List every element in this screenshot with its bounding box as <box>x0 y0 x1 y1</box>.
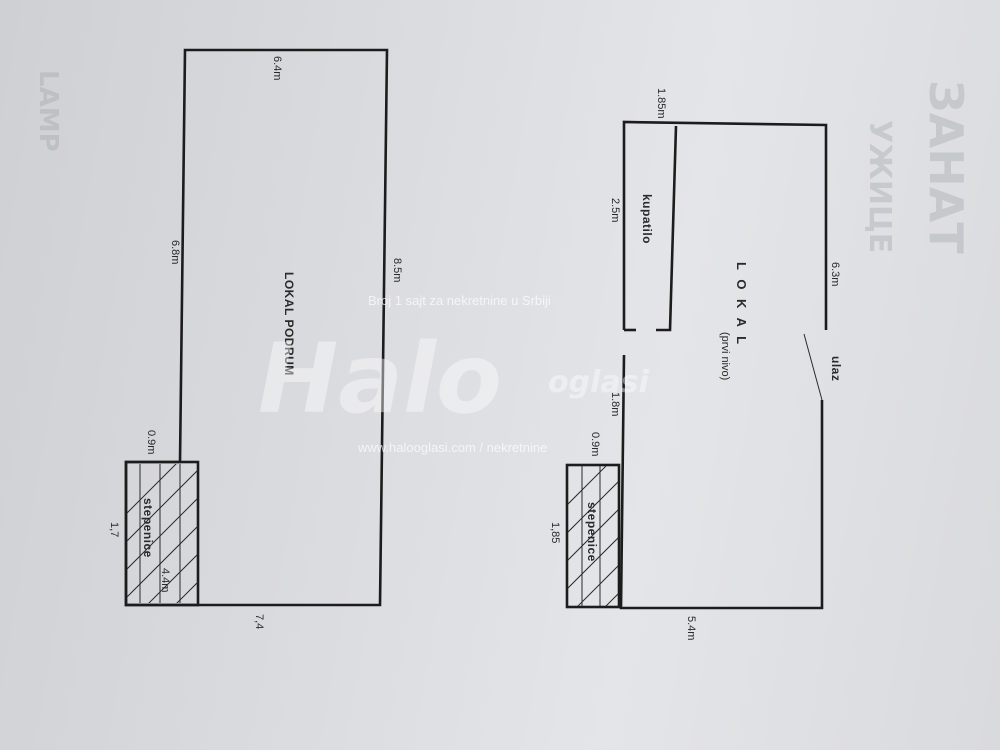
basement-dim-bottom: 7,4 <box>253 614 265 629</box>
halooglasi-watermark: Broj 1 sajt za nekretnine u Srbiji Halo … <box>258 293 649 455</box>
basement-dim-right: 8.5m <box>391 258 403 282</box>
watermark-url: www.halooglasi.com / nekretnine <box>357 440 547 455</box>
basement-dim-stair-side: 1,7 <box>108 522 120 537</box>
ground-dim-left-mid: 1.8m <box>609 392 621 416</box>
svg-text:LAMP: LAMP <box>33 70 63 152</box>
basement-stairs-label: stepenice <box>141 498 155 558</box>
ground-dim-stair-side: 1,85 <box>549 522 561 543</box>
bathroom-partition <box>656 125 678 332</box>
basement-plan: 6.4m 6.8m 8.5m 7,4 0.9m 1,7 4.4m stepeni… <box>108 48 403 629</box>
ground-dim-bathroom: 2.5m <box>609 198 621 222</box>
svg-text:УЖИЦЕ: УЖИЦЕ <box>862 120 897 253</box>
ground-floor-plan: 1.85m 2.5m 6.3m 1.8m 0.9m 1,85 5.4m kupa… <box>549 88 843 640</box>
watermark-tagline: Broj 1 sajt za nekretnine u Srbiji <box>368 293 551 308</box>
ground-floor-subtitle: (prvi nivo) <box>719 332 731 380</box>
watermark-logo: Halo <box>258 323 502 435</box>
basement-dim-top: 6.4m <box>271 56 283 80</box>
ground-floor-stairs-label: stepenice <box>585 502 599 562</box>
ground-dim-bottom: 5.4m <box>685 616 697 640</box>
svg-text:ЗАНАТ: ЗАНАТ <box>919 80 973 254</box>
entrance-label: ulaz <box>829 356 843 381</box>
basement-stairs-box <box>124 460 200 607</box>
background-print-decoration: ЗАНАТ УЖИЦЕ LAMP <box>33 70 973 254</box>
entrance-door-leaf <box>803 333 823 401</box>
watermark-logo-suffix: oglasi <box>548 365 649 400</box>
bathroom-label: kupatilo <box>640 194 654 244</box>
ground-floor-stairs-hatch <box>568 466 618 606</box>
basement-title: LOKAL PODRUM <box>282 272 296 376</box>
ground-floor-walls <box>619 120 828 610</box>
basement-stairs-hatch <box>127 464 198 603</box>
basement-dim-left: 6.8m <box>169 240 181 264</box>
ground-floor-stairs-box <box>565 463 621 609</box>
basement-dim-stair-length: 4.4m <box>159 568 171 592</box>
ground-dim-top-corner: 1.85m <box>655 88 667 119</box>
ground-dim-right: 6.3m <box>829 262 841 286</box>
ground-floor-title: L O K A L <box>734 262 749 347</box>
ground-dim-stair-top: 0.9m <box>589 432 601 456</box>
basement-dim-stair-top: 0.9m <box>145 430 157 454</box>
